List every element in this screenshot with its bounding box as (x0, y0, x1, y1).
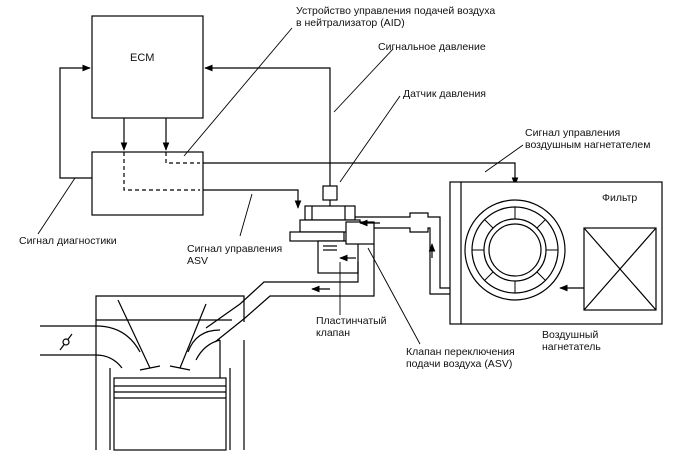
aid-label-line2: в нейтрализатор (AID) (296, 17, 405, 29)
reed-valve-label-line2: клапан (316, 327, 351, 339)
reed-valve-label-line1: Пластинчатый (316, 315, 387, 327)
diagnosis-signal-label: Сигнал диагностики (19, 235, 117, 247)
intake-valve (117, 299, 161, 371)
filter-label: Фильтр (602, 192, 638, 204)
blower-label-line1: Воздушный (542, 329, 599, 341)
pressure-sensor (322, 185, 338, 201)
asv-signal-label-line1: Сигнал управления (187, 243, 283, 255)
ecm-box (91, 15, 204, 119)
aid-label-line1: Устройство управления подачей воздуха (296, 5, 496, 17)
supply-pipe (355, 212, 458, 289)
asv-signal-line (203, 189, 302, 209)
diagnosis-line (59, 64, 92, 179)
signal-pressure-label: Сигнальное давление (378, 41, 486, 53)
asv-label-line1: Клапан переключения (406, 346, 515, 358)
blower-label-line2: нагнетатель (542, 341, 601, 353)
asv-signal-label-line2: ASV (187, 255, 209, 267)
internal-signal-dashed (123, 152, 200, 191)
piston (113, 377, 227, 451)
ecm-label: ECM (130, 52, 155, 64)
blower-signal-line (203, 162, 519, 186)
outlet-pipe (214, 244, 375, 343)
blower-signal-label-line2: воздушным нагнетателем (525, 139, 651, 151)
pressure-signal-line (204, 64, 331, 186)
asv-label-line2: подачи воздуха (ASV) (406, 358, 513, 370)
blower-signal-label-line1: Сигнал управления (525, 127, 621, 139)
pressure-sensor-label: Датчик давления (403, 88, 486, 100)
intake-port (40, 325, 141, 353)
aid-controller-box (91, 151, 204, 216)
cylinder-head (95, 295, 245, 450)
exhaust-valve (169, 303, 207, 371)
